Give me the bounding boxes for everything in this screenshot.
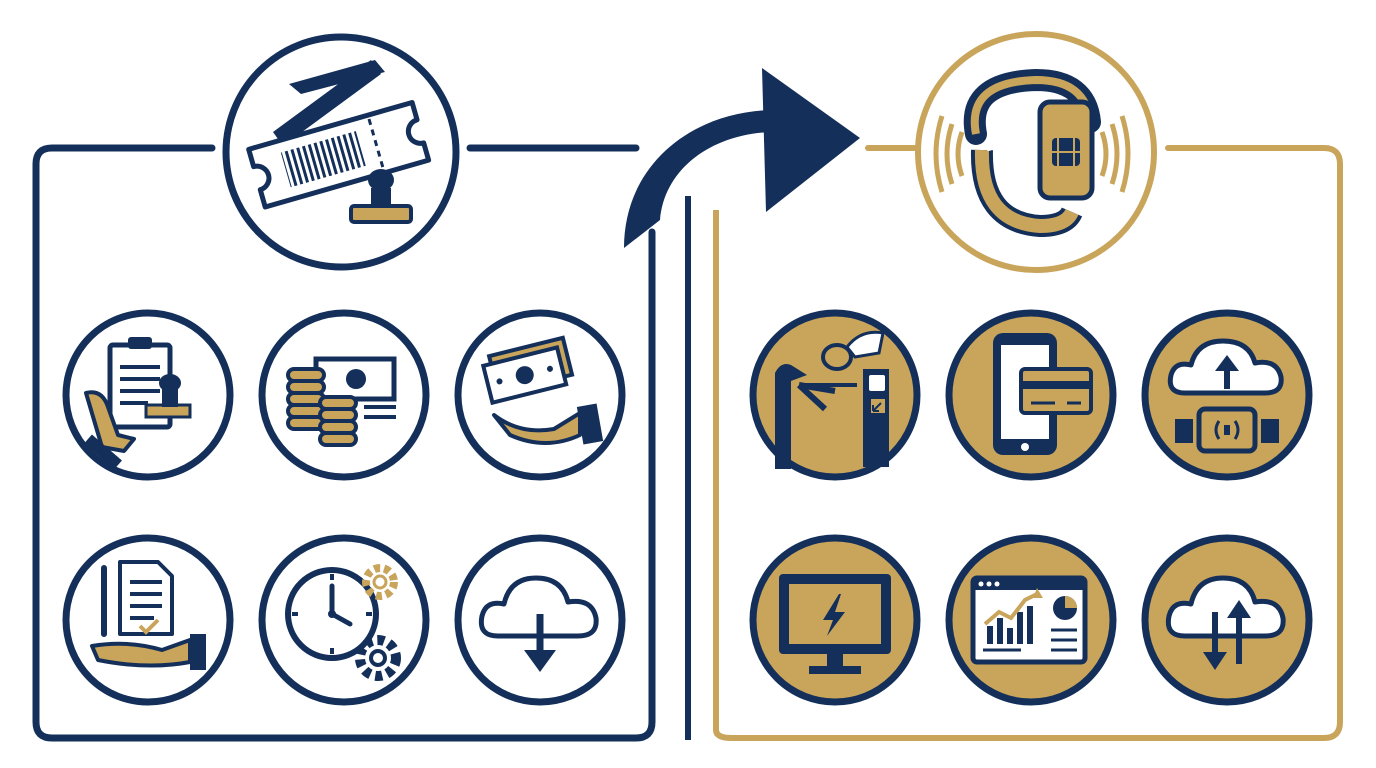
legacy-panel-frame — [32, 144, 656, 742]
mobile-payment-circle — [945, 309, 1117, 481]
turnstile-tap-access-icon — [775, 330, 889, 469]
monitor-lightning-icon — [779, 574, 891, 674]
document-signing-hand-icon — [90, 560, 206, 670]
clipboard-approval-circle — [62, 309, 234, 481]
cloud-download-icon — [478, 575, 599, 672]
analytics-circle — [945, 534, 1117, 706]
cash-payment-circle — [454, 309, 626, 481]
cloud-upload-download-icon — [1165, 575, 1286, 670]
mobile-card-payment-icon — [993, 333, 1093, 455]
paper-ticket-barcode-stamp-icon — [246, 60, 432, 224]
cloud-sync-wristband-icon — [1167, 338, 1284, 454]
cash-coins-icon — [286, 356, 397, 447]
turnstile-access-circle — [749, 309, 921, 481]
cloud-sync-circle — [1141, 309, 1313, 481]
cash-payment-hand-icon — [480, 335, 604, 445]
modern-panel — [713, 31, 1343, 741]
document-signing-circle — [62, 534, 234, 706]
transition-arrow — [624, 68, 860, 740]
cash-coins-circle — [258, 309, 430, 481]
paper-ticket-header — [222, 33, 460, 271]
analytics-dashboard-icon — [970, 575, 1088, 665]
monitor-circle — [749, 534, 921, 706]
nfc-wristband-icon — [933, 68, 1131, 238]
legacy-panel — [32, 33, 656, 742]
modern-panel-frame — [713, 145, 1343, 741]
curved-arrow-right-icon — [624, 68, 860, 248]
clock-gears-circle — [258, 534, 430, 706]
cloud-download-circle — [454, 534, 626, 706]
clock-gears-icon — [285, 564, 401, 681]
wristband-header — [915, 31, 1157, 273]
cloud-transfer-circle — [1141, 534, 1313, 706]
clipboard-stamp-approval-icon — [84, 337, 192, 470]
